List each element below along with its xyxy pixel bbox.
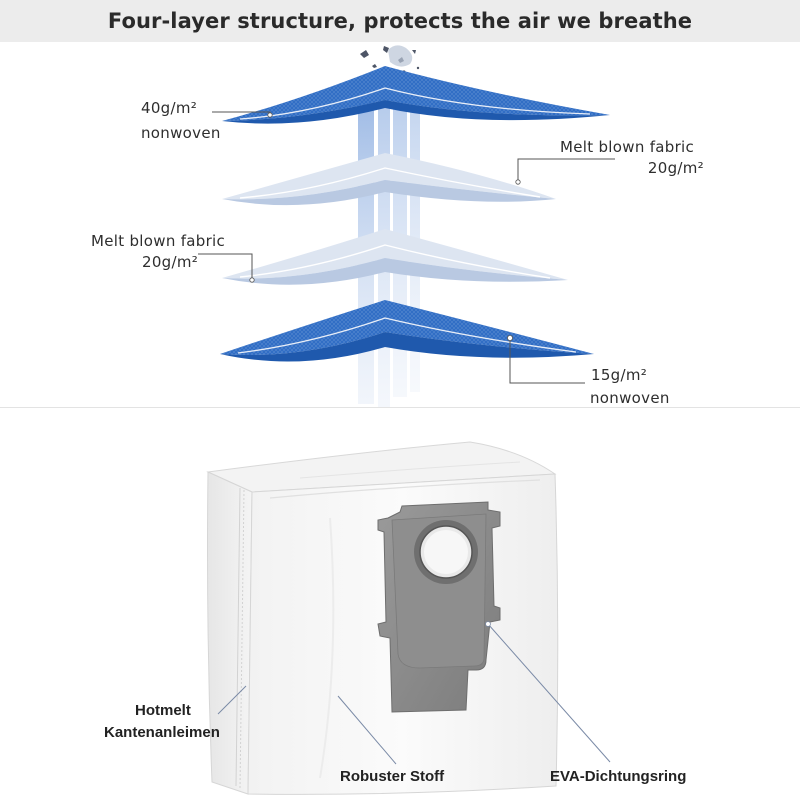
header-bar: Four-layer structure, protects the air w… xyxy=(0,0,800,42)
layer-4-material: nonwoven xyxy=(590,389,670,407)
hotmelt-seam xyxy=(235,487,245,789)
bag-body xyxy=(206,441,559,795)
leader-dots xyxy=(249,112,521,341)
layer-3-sheet xyxy=(222,229,568,285)
layer-1-sheet xyxy=(222,66,610,124)
seal-label: EVA-Dichtungsring xyxy=(550,768,687,785)
fabric-label: Robuster Stoff xyxy=(340,768,445,785)
bag-diagram: Hotmelt Kantenanleimen Robuster Stoff EV… xyxy=(0,408,800,800)
hotmelt-label-line2: Kantenanleimen xyxy=(104,724,220,741)
eva-seal-ring-icon xyxy=(414,520,478,584)
dust-bag-illustration xyxy=(206,441,611,795)
page-title: Four-layer structure, protects the air w… xyxy=(107,9,693,33)
layer-3-weight: 20g/m² xyxy=(142,253,199,271)
layer-1-weight: 40g/m² xyxy=(141,99,198,117)
layer-1-material: nonwoven xyxy=(141,124,221,142)
layer-4-weight: 15g/m² xyxy=(591,366,648,384)
layer-diagram: 40g/m² nonwoven Melt blown fabric 20g/m²… xyxy=(0,42,800,408)
bag-leader-dots xyxy=(485,621,491,627)
layer-2-sheet xyxy=(222,153,556,206)
layer-4-sheet xyxy=(220,300,594,362)
bag-leader-lines xyxy=(217,623,611,765)
layer-2-weight: 20g/m² xyxy=(647,159,704,177)
layer-illustration xyxy=(198,45,615,407)
layer-3-material: Melt blown fabric xyxy=(91,232,226,250)
section-divider xyxy=(0,407,800,408)
layer-2-material: Melt blown fabric xyxy=(560,138,695,156)
hotmelt-label-line1: Hotmelt xyxy=(135,702,191,719)
